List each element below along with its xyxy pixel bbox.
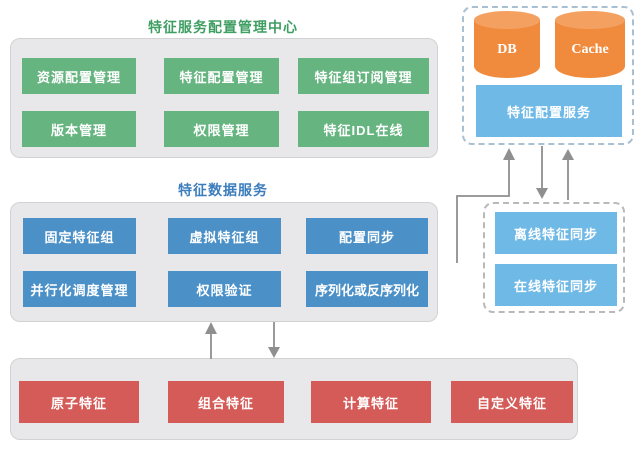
node-resource-config-mgmt: 资源配置管理 [22, 58, 136, 94]
node-serialization-deserialization: 序列化或反序列化 [306, 271, 428, 307]
sync-panel: 离线特征同步 在线特征同步 [483, 202, 625, 313]
node-parallel-scheduling-mgmt: 并行化调度管理 [23, 271, 136, 307]
node-composite-feature: 组合特征 [168, 381, 284, 423]
db-cylinder-icon: DB [474, 11, 540, 78]
node-online-feature-sync: 在线特征同步 [495, 264, 617, 306]
node-permission-mgmt: 权限管理 [164, 111, 279, 147]
node-config-sync: 配置同步 [306, 218, 428, 254]
arrowhead-up-elbow [503, 148, 515, 160]
node-permission-verification: 权限验证 [168, 271, 281, 307]
node-computed-feature: 计算特征 [311, 381, 431, 423]
cache-cylinder-icon: Cache [555, 11, 625, 78]
data-service-title: 特征数据服务 [178, 182, 268, 198]
node-virtual-feature-group: 虚拟特征组 [168, 218, 281, 254]
arrowhead-up-left [205, 322, 217, 334]
node-offline-feature-sync: 离线特征同步 [495, 212, 617, 254]
cache-label: Cache [571, 42, 609, 57]
node-custom-feature: 自定义特征 [451, 381, 573, 423]
arrowhead-down-left [268, 347, 280, 358]
data-service-panel: 固定特征组 虚拟特征组 配置同步 并行化调度管理 权限验证 序列化或反序列化 [10, 202, 438, 322]
db-label: DB [497, 42, 517, 57]
node-atomic-feature: 原子特征 [19, 381, 139, 423]
node-fixed-feature-group: 固定特征组 [23, 218, 136, 254]
node-feature-config-mgmt: 特征配置管理 [164, 58, 279, 94]
config-center-panel: 资源配置管理 特征配置管理 特征组订阅管理 版本管理 权限管理 特征IDL在线 [10, 38, 438, 158]
node-feature-config-service: 特征配置服务 [476, 85, 622, 137]
node-version-mgmt: 版本管理 [22, 111, 136, 147]
config-center-title: 特征服务配置管理中心 [148, 19, 298, 35]
arrowhead-down-right [536, 188, 548, 199]
node-feature-group-subscription-mgmt: 特征组订阅管理 [298, 58, 429, 94]
config-service-panel: DB Cache 特征配置服务 [462, 6, 634, 145]
feature-layer-panel: 原子特征 组合特征 计算特征 自定义特征 [10, 358, 578, 440]
arrowhead-up-right [562, 149, 574, 160]
node-feature-idl-online: 特征IDL在线 [298, 111, 429, 147]
